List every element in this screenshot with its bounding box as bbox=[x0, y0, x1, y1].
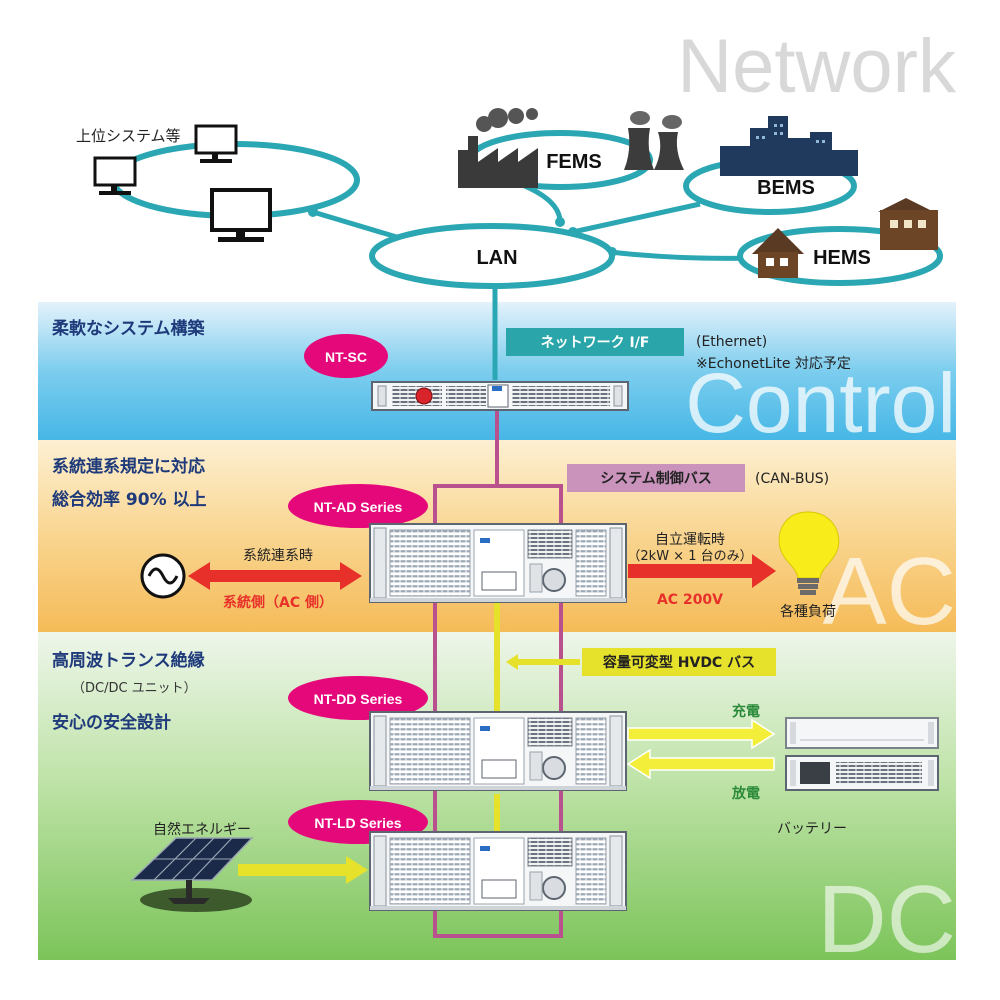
ac-heading-1: 系統連系規定に対応 bbox=[52, 456, 205, 477]
discharge-arrow bbox=[626, 748, 775, 780]
nt-ld-label: NT-LD Series bbox=[314, 815, 401, 831]
solar-panel-icon bbox=[130, 837, 254, 904]
solar-input-arrow bbox=[238, 856, 368, 884]
lan-ring bbox=[369, 223, 615, 289]
nt-ad-unit bbox=[369, 523, 627, 603]
charge-label: 充電 bbox=[732, 703, 760, 720]
nt-ad-label: NT-AD Series bbox=[314, 499, 403, 515]
nt-dd-badge bbox=[288, 676, 428, 720]
battery-label: バッテリー bbox=[777, 821, 847, 837]
light-bulb-icon bbox=[778, 511, 840, 595]
control-watermark: Control bbox=[685, 356, 956, 450]
nt-sc-label: NT-SC bbox=[325, 349, 367, 365]
factory-icon bbox=[458, 108, 538, 188]
battery-unit bbox=[785, 755, 939, 791]
grid-connect-arrow bbox=[188, 562, 362, 590]
ac-heading-2: 総合効率 90% 以上 bbox=[52, 489, 207, 510]
echonet-label: ※EchonetLite 対応予定 bbox=[696, 356, 851, 372]
system-bus-label: システム制御バス bbox=[600, 470, 712, 487]
dc-watermark: DC bbox=[817, 866, 956, 973]
hvdc-pointer-arrow bbox=[506, 654, 580, 670]
building-windows bbox=[756, 124, 825, 143]
nt-sc-badge bbox=[304, 334, 388, 378]
nt-dd-label: NT-DD Series bbox=[314, 691, 403, 707]
hvdc-bus-label: 容量可変型 HVDC バス bbox=[602, 654, 755, 671]
bems-label: BEMS bbox=[757, 177, 815, 199]
network-if-box bbox=[506, 328, 684, 356]
control-heading: 柔軟なシステム構築 bbox=[52, 318, 205, 339]
ethernet-label: (Ethernet) bbox=[696, 334, 767, 350]
loads-label: 各種負荷 bbox=[780, 604, 836, 620]
ac200v-label: AC 200V bbox=[657, 592, 723, 608]
natural-energy-label: 自然エネルギー bbox=[153, 821, 251, 838]
standalone-note: （2kW × 1 台のみ） bbox=[627, 549, 752, 564]
house-icon bbox=[878, 198, 938, 250]
hvdc-bus-box bbox=[582, 648, 776, 676]
upper-system-label: 上位システム等 bbox=[76, 127, 181, 145]
nt-dd-unit bbox=[369, 711, 627, 791]
hems-label: HEMS bbox=[813, 247, 871, 269]
ac-source-icon bbox=[140, 553, 186, 599]
ac-output-arrow bbox=[628, 554, 776, 588]
dc-heading-2: 安心の安全設計 bbox=[52, 712, 171, 733]
cooling-tower-icon bbox=[624, 111, 684, 170]
network-watermark: Network bbox=[677, 24, 957, 109]
network-if-label: ネットワーク I/F bbox=[541, 335, 650, 351]
ac-watermark: AC bbox=[823, 538, 956, 645]
monitor-icon bbox=[194, 124, 238, 163]
standalone-label: 自立運転時 bbox=[655, 532, 725, 548]
fems-label: FEMS bbox=[546, 151, 602, 173]
nt-ad-badge bbox=[288, 484, 428, 528]
house-icon bbox=[752, 228, 804, 278]
battery-unit bbox=[785, 717, 939, 749]
nt-sc-unit bbox=[371, 381, 629, 411]
dc-heading-1: 高周波トランス絶縁 bbox=[52, 650, 205, 671]
nt-ld-unit bbox=[369, 831, 627, 911]
system-bus-box bbox=[567, 464, 745, 492]
monitor-icon bbox=[93, 156, 137, 195]
dc-heading-sub: （DC/DC ユニット） bbox=[72, 681, 197, 696]
discharge-label: 放電 bbox=[731, 785, 760, 802]
charge-arrow bbox=[627, 718, 776, 750]
grid-connect-label: 系統連系時 bbox=[243, 548, 313, 564]
grid-side-label: 系統側（AC 側） bbox=[223, 594, 333, 611]
can-bus-label: (CAN-BUS) bbox=[755, 471, 829, 487]
buildings-icon bbox=[720, 116, 858, 176]
lan-label: LAN bbox=[476, 247, 517, 269]
monitor-icon bbox=[210, 188, 272, 242]
